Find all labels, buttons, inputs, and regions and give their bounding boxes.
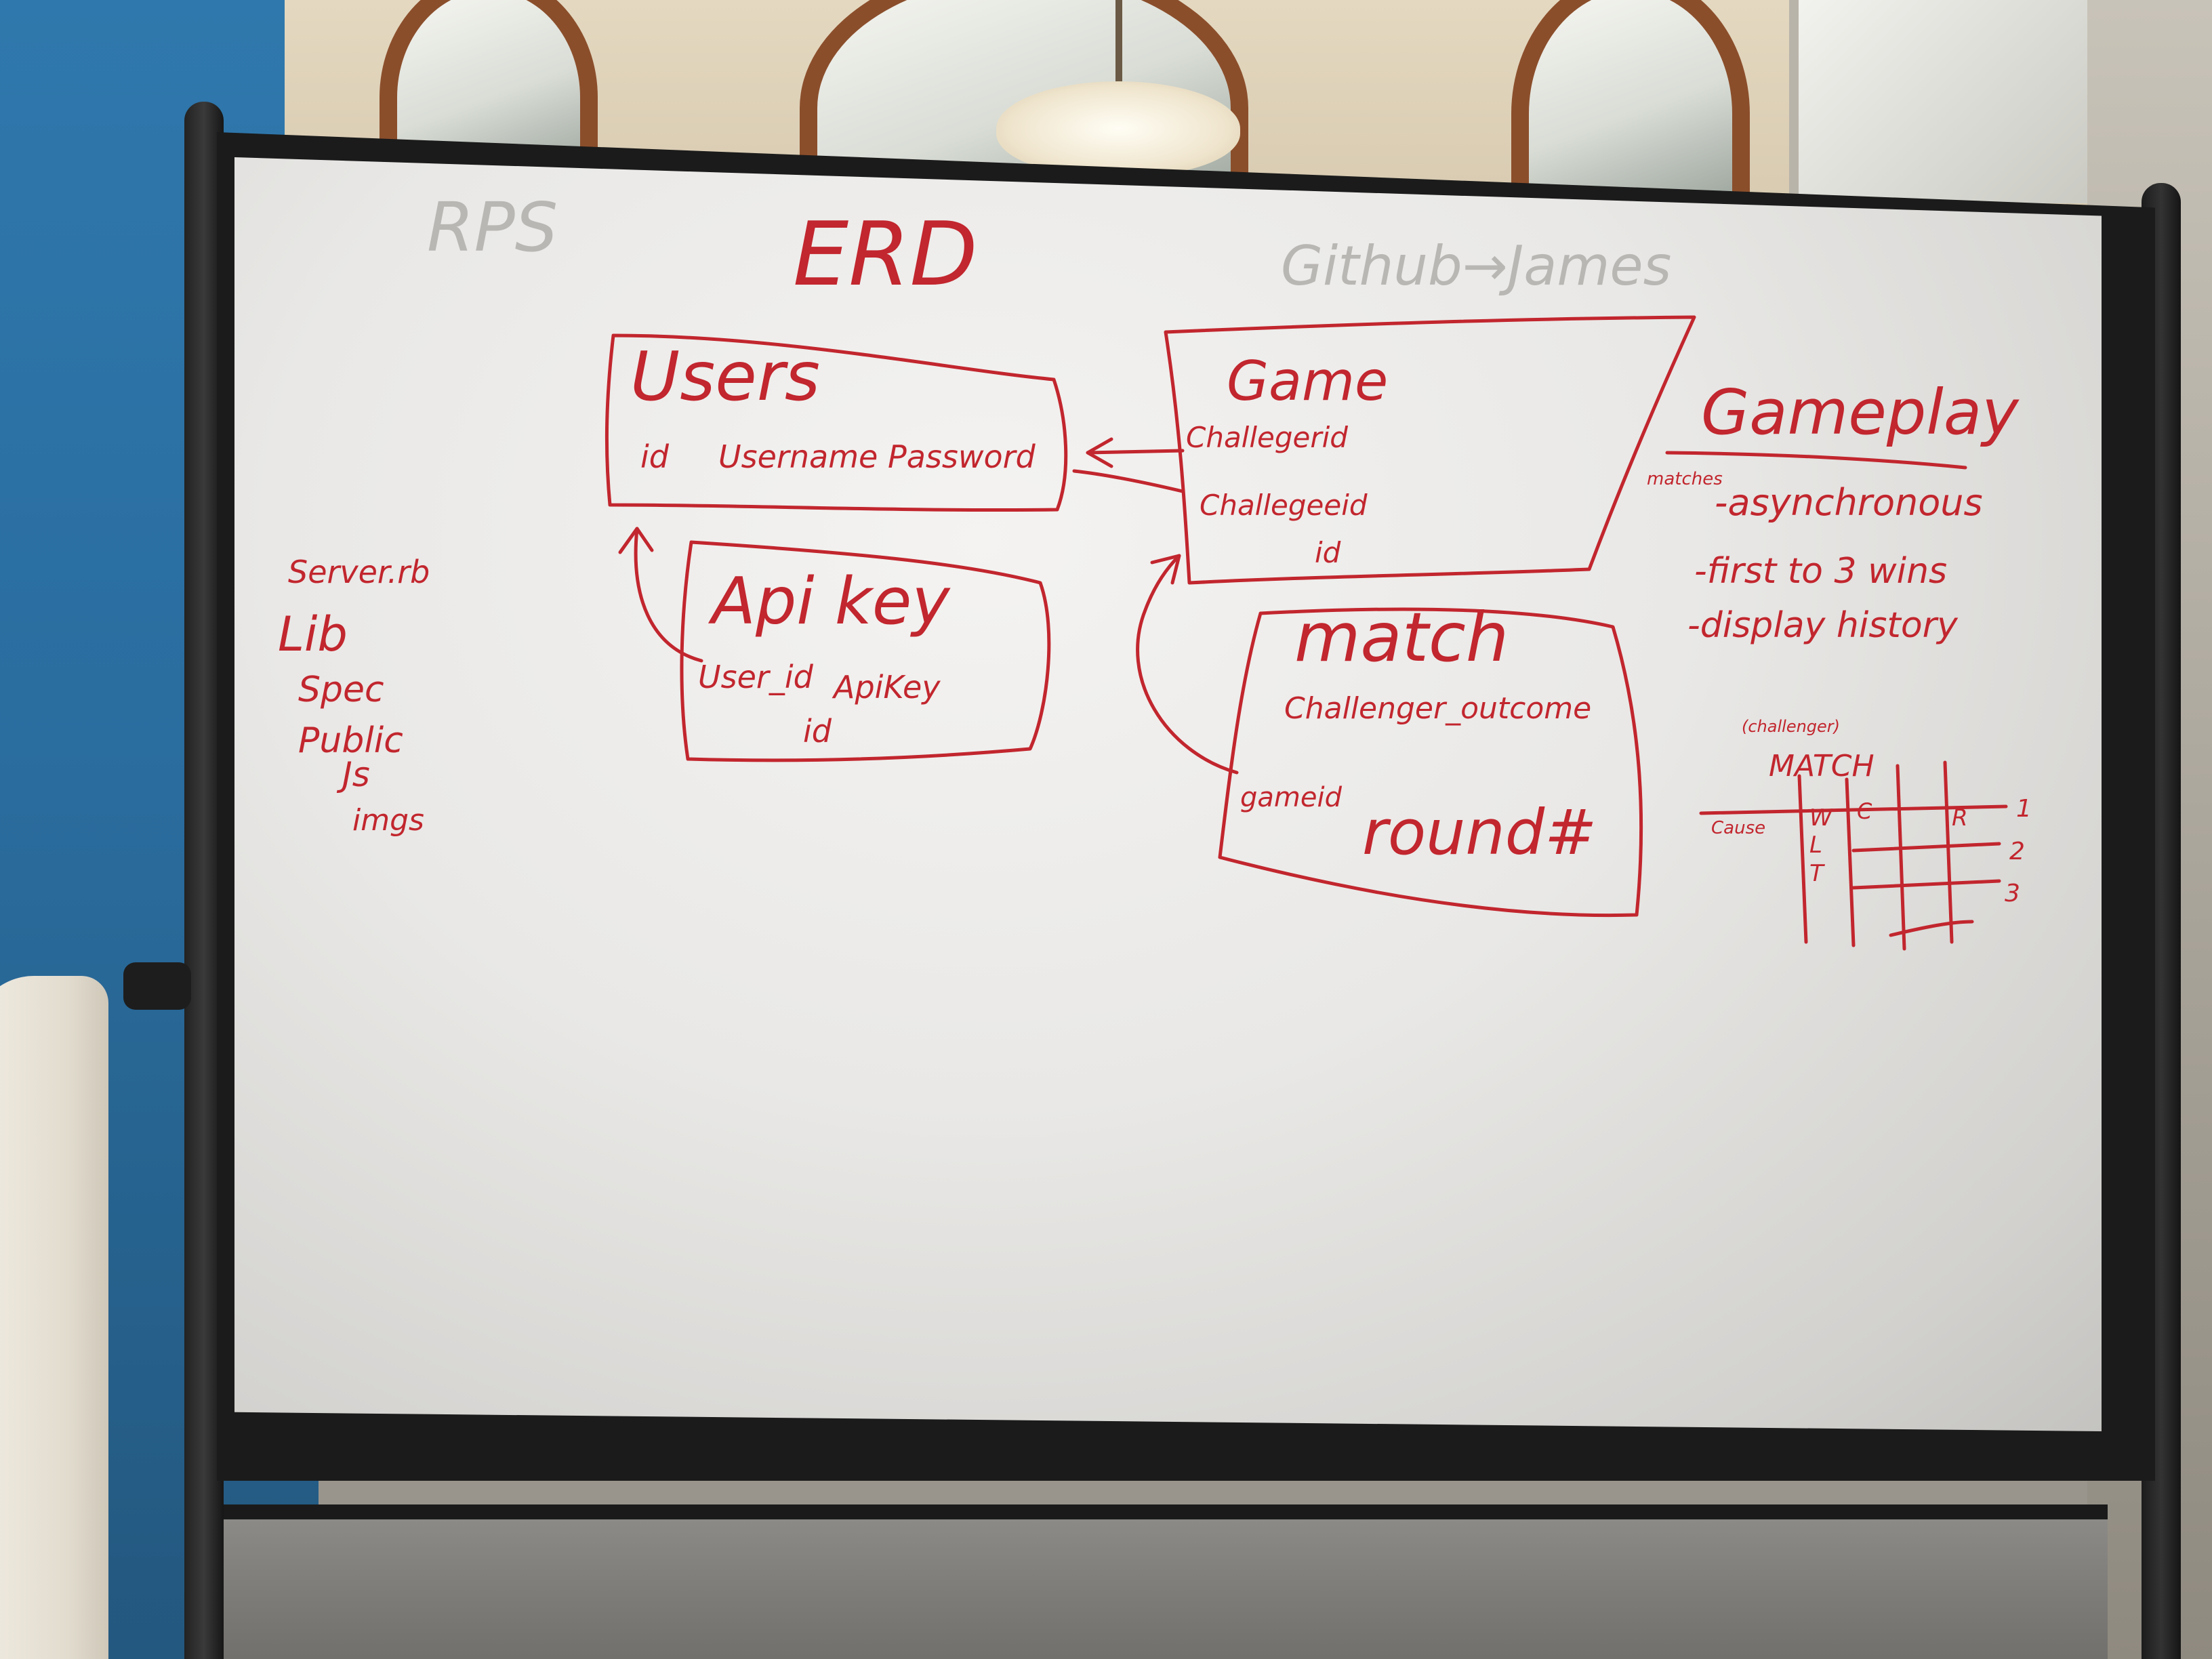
users-entity-name: Users [630, 337, 820, 416]
table-outcome-t: T [1809, 860, 1825, 887]
window-frame [1789, 0, 2097, 203]
game-field-challegeeid: Challegeeid [1200, 489, 1368, 522]
faint-notes: RPS Github→James [427, 188, 1671, 298]
table-round-1: 1 [2016, 795, 2032, 823]
apikey-field-apikey: ApiKey [832, 669, 941, 705]
gameplay-bullet-1: -asynchronous [1715, 481, 1983, 524]
lamp-rod [1115, 0, 1122, 88]
arched-window-right [1511, 0, 1750, 207]
white-chair [0, 976, 108, 1659]
red-ink-strokes [605, 315, 2008, 951]
relation-challengee [1072, 469, 1185, 493]
erd-title: ERD [793, 203, 978, 306]
file-js: Js [336, 755, 370, 794]
table-round-3: 3 [2005, 880, 2020, 907]
file-public: Public [298, 720, 403, 761]
game-entity-name: Game [1227, 350, 1388, 413]
users-field-password: Password [888, 438, 1036, 475]
gameplay-bullet-2: -first to 3 wins [1694, 551, 1947, 592]
gameplay-underline [1665, 451, 1967, 470]
table-row-label: Cause [1711, 818, 1765, 838]
table-outcome-w: W [1809, 804, 1833, 832]
relation-apikey-users [634, 527, 703, 663]
gameplay-matches-note: matches [1647, 469, 1723, 489]
users-field-username: Username [718, 438, 878, 475]
apikey-entity-name: Api key [708, 565, 951, 639]
file-imgs: imgs [352, 803, 424, 838]
table-hline-1 [1851, 842, 2001, 853]
table-note: (challenger) [1742, 717, 1840, 736]
gameplay-title: Gameplay [1701, 376, 2020, 449]
match-field-gameid: gameid [1240, 782, 1343, 813]
table-col-r: R [1952, 804, 1968, 832]
match-field-outcome: Challenger_outcome [1284, 691, 1591, 726]
table-outcome-l: L [1809, 832, 1822, 859]
apikey-box [680, 540, 1051, 762]
table-vline-2 [1845, 777, 1856, 947]
apikey-field-userid: User_id [698, 659, 814, 695]
table-vline-4 [1943, 760, 1954, 944]
table-hline-3 [1889, 920, 1974, 937]
table-round-2: 2 [2009, 838, 2025, 865]
game-box [1164, 315, 1696, 585]
table-vline-1 [1797, 774, 1808, 944]
game-field-id: id [1315, 536, 1341, 569]
gameplay-bullet-3: -display history [1687, 605, 1959, 646]
stand-knob [123, 962, 191, 1010]
file-lib: Lib [278, 607, 348, 662]
table-title: MATCH [1769, 749, 1875, 783]
lower-panel [224, 1504, 2108, 1659]
relation-match-game [1136, 554, 1239, 775]
users-field-id: id [640, 438, 670, 475]
table-hline-2 [1851, 879, 2001, 890]
red-ink-text: ERD Users id Username Password Game Chal… [278, 203, 2032, 907]
game-field-challegerid: Challegerid [1186, 421, 1348, 454]
table-vline-3 [1896, 764, 1906, 951]
ceiling-lamp [996, 81, 1240, 176]
relation-challenger [1086, 449, 1185, 455]
github-note: Github→James [1281, 234, 1671, 298]
file-spec: Spec [298, 670, 384, 710]
arrowhead-match [1150, 554, 1181, 585]
users-box [605, 333, 1068, 512]
match-field-round: round# [1362, 796, 1597, 869]
file-server-rb: Server.rb [288, 554, 430, 590]
match-box [1218, 607, 1643, 918]
rps-note: RPS [427, 188, 558, 267]
table-header-line [1699, 804, 2008, 815]
whiteboard-surface [234, 157, 2102, 1431]
apikey-field-id: id [803, 713, 832, 750]
arrowhead-apikey [618, 527, 654, 554]
arrowhead-challenger [1086, 437, 1113, 468]
